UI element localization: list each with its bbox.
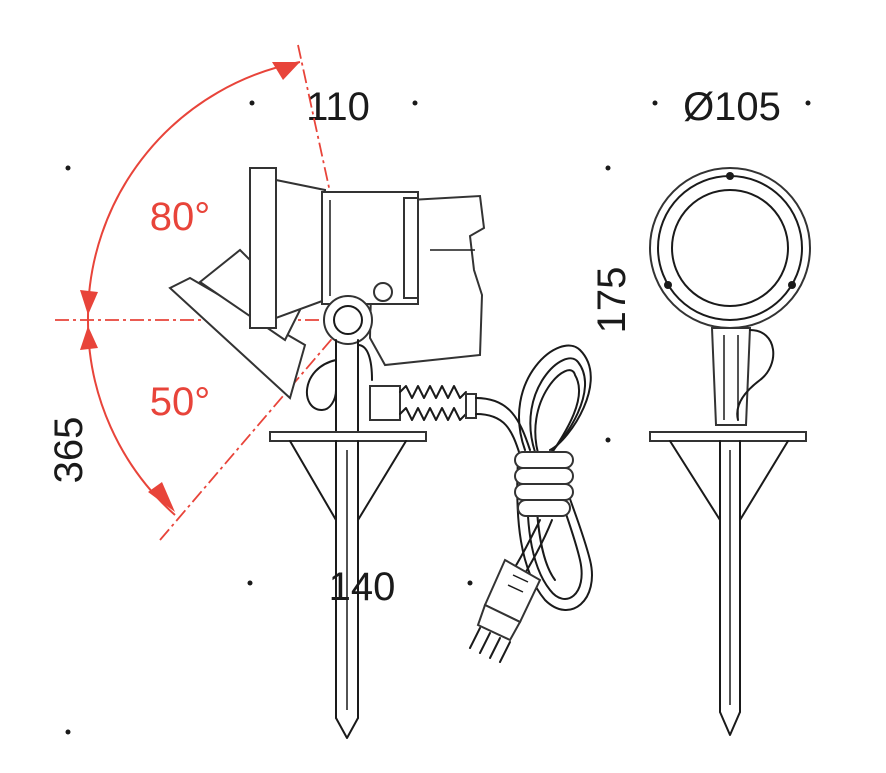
angle-label-up: 80° — [150, 195, 211, 239]
front-bracket — [710, 327, 752, 426]
stem-and-loop — [305, 339, 373, 441]
dimension-head-width: 110 — [306, 85, 370, 129]
arrowhead-mid-up — [80, 290, 98, 315]
plug — [469, 558, 542, 663]
lower-tilt-axis-line — [159, 319, 349, 541]
front-outer-ring — [649, 167, 811, 329]
cable-gland — [369, 385, 477, 421]
base-plate — [269, 431, 427, 442]
angle-label-down: 50° — [150, 380, 211, 424]
side-view — [168, 167, 593, 739]
arrowhead-mid-down — [80, 326, 98, 350]
spotlight-housing — [249, 167, 419, 329]
bezel-screw-top — [726, 172, 734, 180]
pivot-knuckle — [323, 282, 393, 345]
lens-cone — [275, 178, 326, 320]
front-lens — [671, 189, 789, 307]
front-bezel — [249, 167, 277, 329]
dimension-base-width: 140 — [329, 565, 396, 609]
rear-cap — [403, 197, 419, 299]
locking-screw — [373, 282, 393, 302]
coiled-cable — [475, 344, 593, 611]
front-view — [649, 167, 811, 736]
bezel-screw-right — [788, 281, 796, 289]
dimension-diameter: Ø105 — [683, 85, 781, 129]
front-base-plate — [649, 431, 807, 442]
dimension-head-height: 175 — [590, 267, 634, 334]
dimension-dots — [65, 100, 811, 735]
bezel-screw-left — [664, 281, 672, 289]
ground-spike — [269, 431, 427, 739]
arrowhead-top — [272, 62, 300, 80]
dimension-total-height: 365 — [47, 417, 91, 484]
arrowhead-bottom — [148, 482, 175, 512]
body-cylinder — [321, 191, 419, 305]
